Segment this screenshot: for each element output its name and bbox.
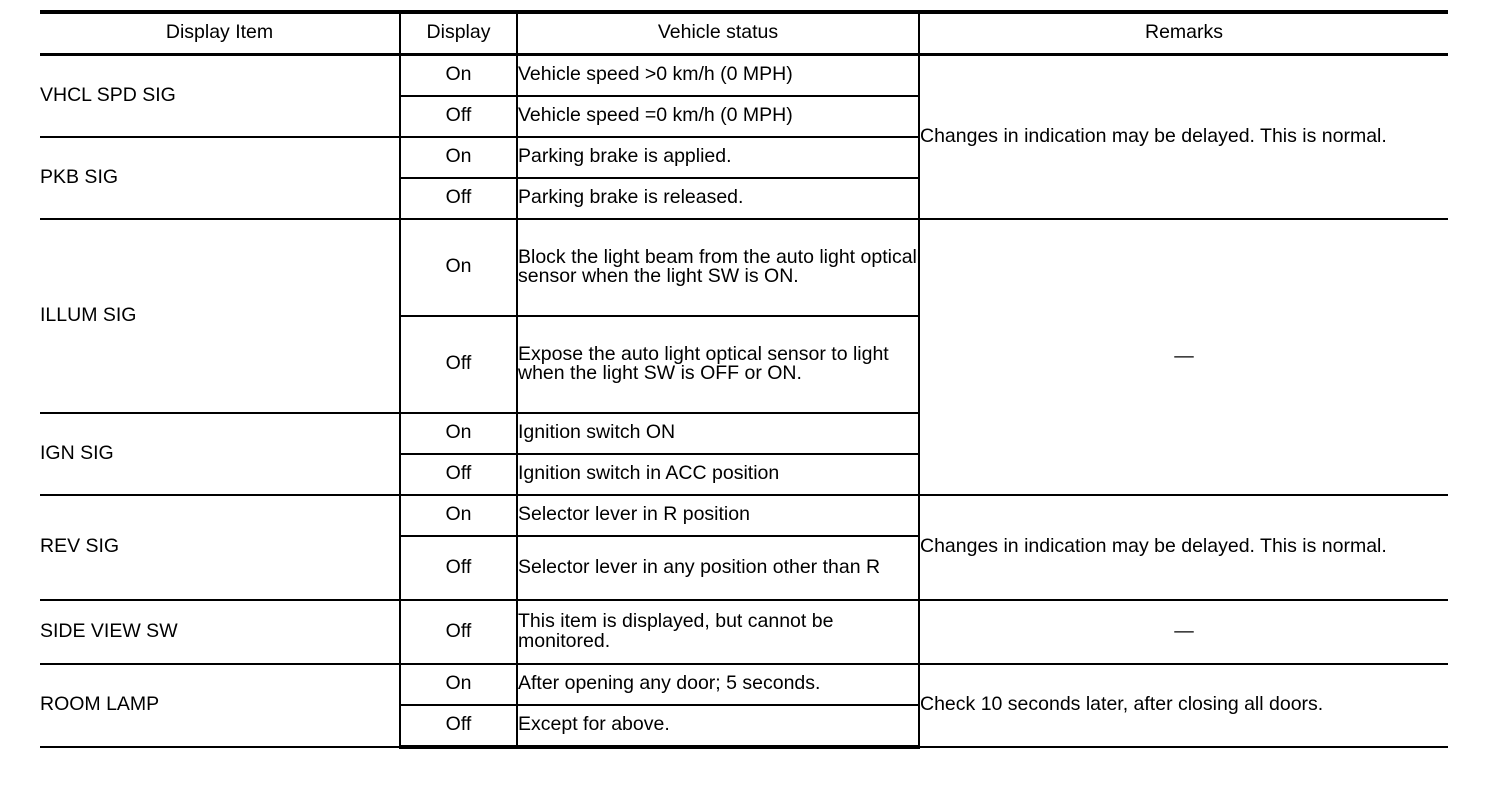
status-text: Expose the auto light optical sensor to … bbox=[518, 342, 889, 384]
item-label: VHCL SPD SIG bbox=[40, 83, 176, 106]
column-header-display: Display bbox=[399, 10, 518, 56]
remarks-cell-rev: Changes in indication may be delayed. Th… bbox=[918, 493, 1448, 601]
status-text: Parking brake is applied. bbox=[518, 145, 732, 168]
remarks-text: Changes in indication may be delayed. Th… bbox=[920, 124, 1387, 147]
column-header-vehicle-status: Vehicle status bbox=[516, 10, 920, 56]
display-cell: Off bbox=[399, 94, 518, 138]
remarks-cell-speed-pkb: Changes in indication may be delayed. Th… bbox=[918, 53, 1448, 220]
display-value: Off bbox=[445, 555, 472, 578]
status-text: Selector lever in R position bbox=[518, 503, 750, 526]
status-cell: Selector lever in any position other tha… bbox=[516, 534, 920, 601]
display-cell: On bbox=[399, 53, 518, 97]
remarks-text: Changes in indication may be delayed. Th… bbox=[920, 535, 1387, 558]
status-text: After opening any door; 5 seconds. bbox=[518, 672, 821, 695]
display-value: On bbox=[445, 672, 472, 695]
display-cell: Off bbox=[399, 703, 518, 749]
column-header-vehicle-status-label: Vehicle status bbox=[657, 21, 779, 43]
column-header-display-item: Display Item bbox=[40, 10, 401, 56]
diagnosis-data-monitor-table: Display Item Display Vehicle status Rema… bbox=[40, 10, 1448, 749]
status-text: Vehicle speed >0 km/h (0 MPH) bbox=[518, 63, 793, 86]
status-cell: Block the light beam from the auto light… bbox=[516, 217, 920, 317]
table-row: Off Selector lever in any position other… bbox=[40, 534, 1448, 601]
item-label: SIDE VIEW SW bbox=[40, 619, 178, 642]
table-row: Off Expose the auto light optical sensor… bbox=[40, 314, 1448, 414]
table-row: IGN SIG On Ignition switch ON bbox=[40, 411, 1448, 496]
display-value: Off bbox=[445, 619, 472, 642]
display-value: Off bbox=[445, 104, 472, 127]
item-label: PKB SIG bbox=[40, 165, 119, 188]
column-header-remarks: Remarks bbox=[918, 10, 1448, 56]
status-cell: This item is displayed, but cannot be mo… bbox=[516, 598, 920, 665]
table-row: ROOM LAMP On After opening any door; 5 s… bbox=[40, 662, 1448, 748]
display-value: On bbox=[445, 145, 472, 168]
table-row: REV SIG On Selector lever in R position … bbox=[40, 493, 1448, 601]
item-cell-vhcl-spd-sig: VHCL SPD SIG bbox=[40, 53, 401, 138]
remarks-cell-illum-ign: — bbox=[918, 217, 1448, 496]
display-cell: Off bbox=[399, 314, 518, 414]
display-value: Off bbox=[445, 352, 472, 375]
status-cell: Vehicle speed =0 km/h (0 MPH) bbox=[516, 94, 920, 138]
remarks-dash: — bbox=[1174, 344, 1194, 367]
display-value: Off bbox=[445, 462, 472, 485]
table-row: Off Parking brake is released. bbox=[40, 176, 1448, 220]
status-cell: Ignition switch in ACC position bbox=[516, 452, 920, 496]
display-cell: Off bbox=[399, 598, 518, 665]
item-label: REV SIG bbox=[40, 535, 120, 558]
item-label: IGN SIG bbox=[40, 441, 114, 464]
remarks-text: Check 10 seconds later, after closing al… bbox=[920, 693, 1324, 716]
display-cell: Off bbox=[399, 176, 518, 220]
status-cell: Except for above. bbox=[516, 703, 920, 749]
column-header-remarks-label: Remarks bbox=[1144, 21, 1223, 43]
table-row: SIDE VIEW SW Off This item is displayed,… bbox=[40, 598, 1448, 665]
display-value: Off bbox=[445, 713, 472, 736]
item-cell-illum-sig: ILLUM SIG bbox=[40, 217, 401, 414]
status-text: Block the light beam from the auto light… bbox=[518, 245, 917, 287]
status-text: Vehicle speed =0 km/h (0 MPH) bbox=[518, 104, 793, 127]
display-cell: Off bbox=[399, 452, 518, 496]
display-value: On bbox=[445, 503, 472, 526]
status-cell: Parking brake is released. bbox=[516, 176, 920, 220]
item-cell-pkb-sig: PKB SIG bbox=[40, 135, 401, 220]
display-cell: On bbox=[399, 217, 518, 317]
table-row: Off Except for above. bbox=[40, 703, 1448, 749]
display-cell: Off bbox=[399, 534, 518, 601]
status-text: Except for above. bbox=[518, 713, 670, 736]
display-cell: On bbox=[399, 493, 518, 537]
status-cell: Parking brake is applied. bbox=[516, 135, 920, 179]
display-value: On bbox=[445, 63, 472, 86]
status-cell: Expose the auto light optical sensor to … bbox=[516, 314, 920, 414]
item-label: ILLUM SIG bbox=[40, 303, 137, 326]
remarks-cell-room-lamp: Check 10 seconds later, after closing al… bbox=[918, 662, 1448, 748]
display-value: On bbox=[445, 421, 472, 444]
item-cell-ign-sig: IGN SIG bbox=[40, 411, 401, 496]
table-row: VHCL SPD SIG On Vehicle speed >0 km/h (0… bbox=[40, 53, 1448, 220]
item-label: ROOM LAMP bbox=[40, 693, 160, 716]
display-cell: On bbox=[399, 411, 518, 455]
status-text: Parking brake is released. bbox=[518, 186, 744, 209]
status-cell: Vehicle speed >0 km/h (0 MPH) bbox=[516, 53, 920, 97]
display-value: Off bbox=[445, 186, 472, 209]
status-cell: Selector lever in R position bbox=[516, 493, 920, 537]
status-text: This item is displayed, but cannot be mo… bbox=[518, 610, 834, 652]
column-header-display-label: Display bbox=[426, 21, 491, 43]
status-text: Ignition switch ON bbox=[518, 421, 676, 444]
display-cell: On bbox=[399, 135, 518, 179]
item-cell-side-view-sw: SIDE VIEW SW bbox=[40, 598, 401, 665]
table-row: Off Vehicle speed =0 km/h (0 MPH) bbox=[40, 94, 1448, 138]
status-text: Selector lever in any position other tha… bbox=[518, 555, 881, 578]
status-text: Ignition switch in ACC position bbox=[518, 462, 780, 485]
item-cell-rev-sig: REV SIG bbox=[40, 493, 401, 601]
status-cell: Ignition switch ON bbox=[516, 411, 920, 455]
column-header-display-item-label: Display Item bbox=[165, 21, 274, 43]
display-cell: On bbox=[399, 662, 518, 706]
table-row: PKB SIG On Parking brake is applied. bbox=[40, 135, 1448, 220]
status-cell: After opening any door; 5 seconds. bbox=[516, 662, 920, 706]
item-cell-room-lamp: ROOM LAMP bbox=[40, 662, 401, 748]
table-row: ILLUM SIG On Block the light beam from t… bbox=[40, 217, 1448, 496]
remarks-dash: — bbox=[1174, 619, 1194, 642]
table-header-row: Display Item Display Vehicle status Rema… bbox=[40, 10, 1448, 56]
table-row: Off Ignition switch in ACC position bbox=[40, 452, 1448, 496]
display-value: On bbox=[445, 255, 472, 278]
remarks-cell-side-view: — bbox=[918, 598, 1448, 665]
